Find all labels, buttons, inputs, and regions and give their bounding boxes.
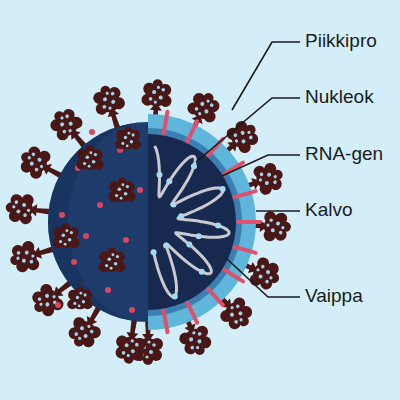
surface-dots <box>55 129 143 313</box>
face-spikes <box>53 126 141 309</box>
part-label: Kalvo <box>305 199 353 221</box>
virus-interior <box>148 134 236 310</box>
sphere-shade <box>48 122 148 322</box>
leader-lines <box>196 42 300 297</box>
part-label: Piikkipro <box>305 30 377 52</box>
rna-genome <box>153 146 229 297</box>
part-label: RNA-gen <box>305 143 383 165</box>
part-label: Vaippa <box>305 285 363 307</box>
envelope-ring <box>148 128 242 316</box>
membrane-proteins <box>164 112 260 333</box>
part-label: Nukleok <box>305 86 374 108</box>
outer-spikes <box>4 78 291 365</box>
nucleocapsid-dots <box>151 163 226 299</box>
